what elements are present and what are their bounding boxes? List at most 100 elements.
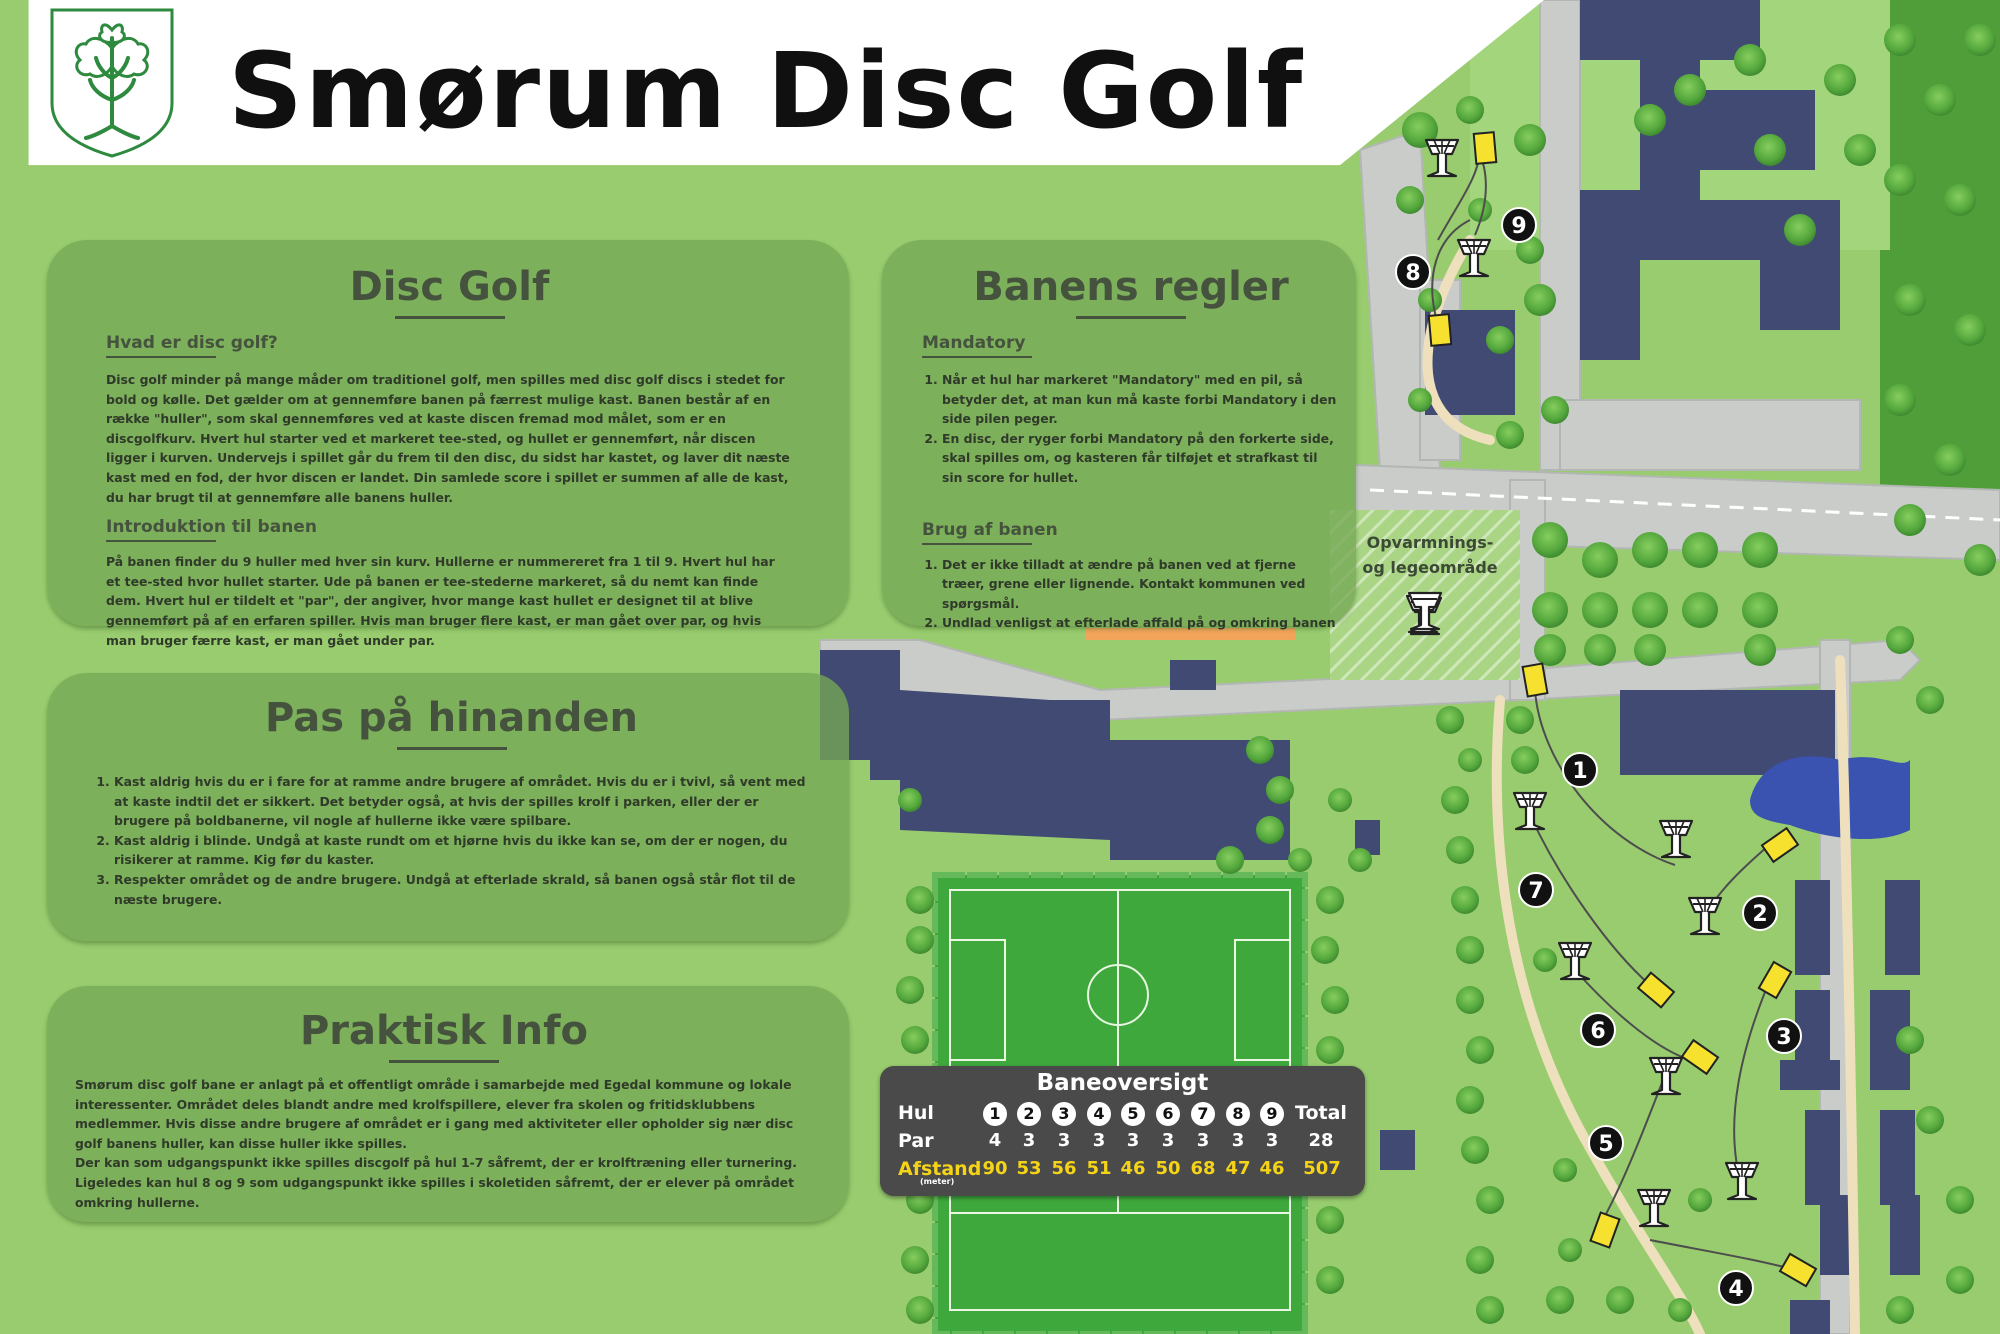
warmup-label-line2: og legeområde	[1362, 558, 1498, 577]
tree	[1446, 836, 1474, 864]
tree	[1606, 1286, 1634, 1314]
page-title: Smørum Disc Golf	[228, 30, 1305, 152]
tree	[1824, 64, 1856, 96]
tree	[1451, 886, 1479, 914]
tree	[1558, 1238, 1582, 1262]
safety-item: Kast aldrig i blinde. Undgå at kaste run…	[114, 831, 809, 870]
tree	[1894, 504, 1926, 536]
par-value: 3	[1092, 1130, 1106, 1151]
tree	[1486, 326, 1514, 354]
tree	[1458, 748, 1482, 772]
course-intro-subheading: Introduktion til banen	[106, 517, 317, 543]
tree	[1348, 848, 1372, 872]
usage-rules-list: Det er ikke tilladt at ændre på banen ve…	[922, 555, 1340, 633]
practical-info-text1: Smørum disc golf bane er anlagt på et of…	[75, 1077, 794, 1151]
usage-rule: Det er ikke tilladt at ændre på banen ve…	[942, 555, 1340, 614]
safety-item: Respekter området og de andre brugere. U…	[114, 870, 809, 909]
tree	[1534, 634, 1566, 666]
par-row-label: Par	[898, 1130, 934, 1152]
warmup-label-line1: Opvarmnings-	[1366, 533, 1494, 552]
tree	[1582, 542, 1618, 578]
tree	[896, 976, 924, 1004]
tree	[1682, 532, 1718, 568]
header-banner	[28, 0, 1545, 166]
tree	[1511, 746, 1539, 774]
hole-number-marker-8: 8	[1395, 254, 1431, 290]
tree	[1476, 1186, 1504, 1214]
scorecard-hole-number: 9	[1260, 1102, 1284, 1126]
tree	[1316, 1206, 1344, 1234]
hole-number-marker-4: 4	[1718, 1270, 1754, 1306]
tree	[1944, 184, 1976, 216]
par-value: 4	[988, 1130, 1002, 1151]
tree	[1632, 532, 1668, 568]
disc-golf-heading: Disc Golf	[106, 264, 793, 319]
tree	[1506, 706, 1534, 734]
tree	[1553, 1158, 1577, 1182]
scorecard-hole-number: 8	[1226, 1102, 1250, 1126]
tree	[906, 886, 934, 914]
mandatory-rule: En disc, der ryger forbi Mandatory på de…	[942, 429, 1340, 488]
par-value: 3	[1231, 1130, 1245, 1151]
par-value: 3	[1265, 1130, 1279, 1151]
tree	[1744, 634, 1776, 666]
hole-number-marker-3: 3	[1766, 1018, 1802, 1054]
tree	[1632, 592, 1668, 628]
tree	[1886, 1296, 1914, 1324]
tree	[1964, 24, 1996, 56]
distance-value: 50	[1155, 1158, 1181, 1179]
tree	[1742, 592, 1778, 628]
tree	[1418, 288, 1442, 312]
tree	[1396, 186, 1424, 214]
hole-number-marker-1: 1	[1562, 752, 1598, 788]
tree	[1896, 1026, 1924, 1054]
tree	[1924, 84, 1956, 116]
par-value: 3	[1022, 1130, 1036, 1151]
distance-value: 53	[1016, 1158, 1042, 1179]
mandatory-rule: Når et hul har markeret "Mandatory" med …	[942, 370, 1340, 429]
par-value: 3	[1196, 1130, 1210, 1151]
distance-value: 47	[1225, 1158, 1251, 1179]
distance-value: 56	[1051, 1158, 1077, 1179]
hole-row-label: Hul	[898, 1102, 934, 1124]
course-rules-panel: Banens regler Mandatory Når et hul har m…	[882, 240, 1356, 630]
par-value: 3	[1161, 1130, 1175, 1151]
disc-golf-panel: Disc Golf Hvad er disc golf? Disc golf m…	[47, 240, 849, 648]
scorecard-title: Baneoversigt	[1036, 1070, 1209, 1096]
tree	[1532, 592, 1568, 628]
hole-number-marker-2: 2	[1742, 895, 1778, 931]
tree	[1316, 1266, 1344, 1294]
par-row: Par 4 3 3 3 3 3 3 3 3 28	[880, 1130, 1365, 1156]
tree	[1582, 592, 1618, 628]
tree	[1742, 532, 1778, 568]
hole-number-marker-9: 9	[1501, 207, 1537, 243]
tree	[898, 788, 922, 812]
tree	[1584, 634, 1616, 666]
tree	[1954, 314, 1986, 346]
tree	[1734, 44, 1766, 76]
tree	[1456, 936, 1484, 964]
tree	[1946, 1186, 1974, 1214]
tree	[1674, 74, 1706, 106]
distance-unit: (meter)	[920, 1177, 955, 1186]
course-overview-scorecard: Baneoversigt Hul 1 2 3 4 5 6 7 8 9 Total…	[880, 1066, 1365, 1196]
tree	[1408, 388, 1432, 412]
what-is-disc-golf-subheading: Hvad er disc golf?	[106, 333, 278, 358]
tree	[1328, 788, 1352, 812]
tree	[1894, 284, 1926, 316]
distance-row: Afstand 90 53 56 51 46 50 68 47 46 507	[880, 1158, 1365, 1184]
warmup-basket-icon	[1407, 591, 1443, 631]
tree	[1754, 134, 1786, 166]
tree	[901, 1026, 929, 1054]
mandatory-subheading: Mandatory	[922, 333, 1033, 358]
tree	[1532, 522, 1568, 558]
distance-value: 46	[1120, 1158, 1146, 1179]
tree	[1476, 1296, 1504, 1324]
distance-value: 68	[1190, 1158, 1216, 1179]
tree	[1316, 886, 1344, 914]
tree	[1468, 198, 1492, 222]
tree	[1466, 1036, 1494, 1064]
tree	[1634, 634, 1666, 666]
hole-number-marker-6: 6	[1580, 1012, 1616, 1048]
tree	[1682, 592, 1718, 628]
